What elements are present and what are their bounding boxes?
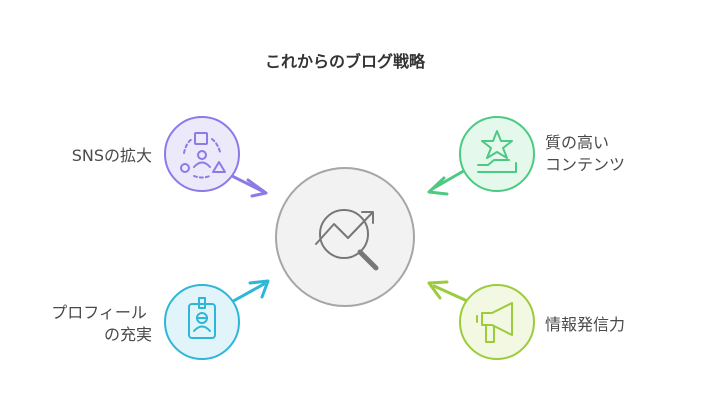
arrow-profile-from-center xyxy=(226,279,270,306)
label-publish: 情報発信力 xyxy=(545,315,625,334)
label-quality-line-1: 質の高い xyxy=(545,133,609,152)
star-award-icon xyxy=(477,130,517,173)
node-publish xyxy=(459,284,535,360)
label-profile: プロフィール の充実 xyxy=(51,303,152,344)
label-publish-line: 情報発信力 xyxy=(545,315,625,334)
node-quality xyxy=(459,116,535,192)
megaphone-icon xyxy=(476,302,513,343)
label-profile-line-2: の充実 xyxy=(104,325,152,344)
label-profile-line-1: プロフィール xyxy=(51,303,147,322)
diagram-title: これからのブログ戦略 xyxy=(265,52,426,71)
center-node xyxy=(275,167,415,307)
node-sns xyxy=(164,116,240,192)
network-users-icon xyxy=(180,132,226,179)
label-sns-line: SNSの拡大 xyxy=(72,146,152,165)
id-badge-icon xyxy=(188,297,216,339)
growth-analysis-icon xyxy=(315,209,379,271)
label-quality: 質の高い コンテンツ xyxy=(545,133,625,174)
node-profile xyxy=(164,284,240,360)
label-quality-line-2: コンテンツ xyxy=(545,155,625,174)
label-sns: SNSの拡大 xyxy=(72,146,152,165)
